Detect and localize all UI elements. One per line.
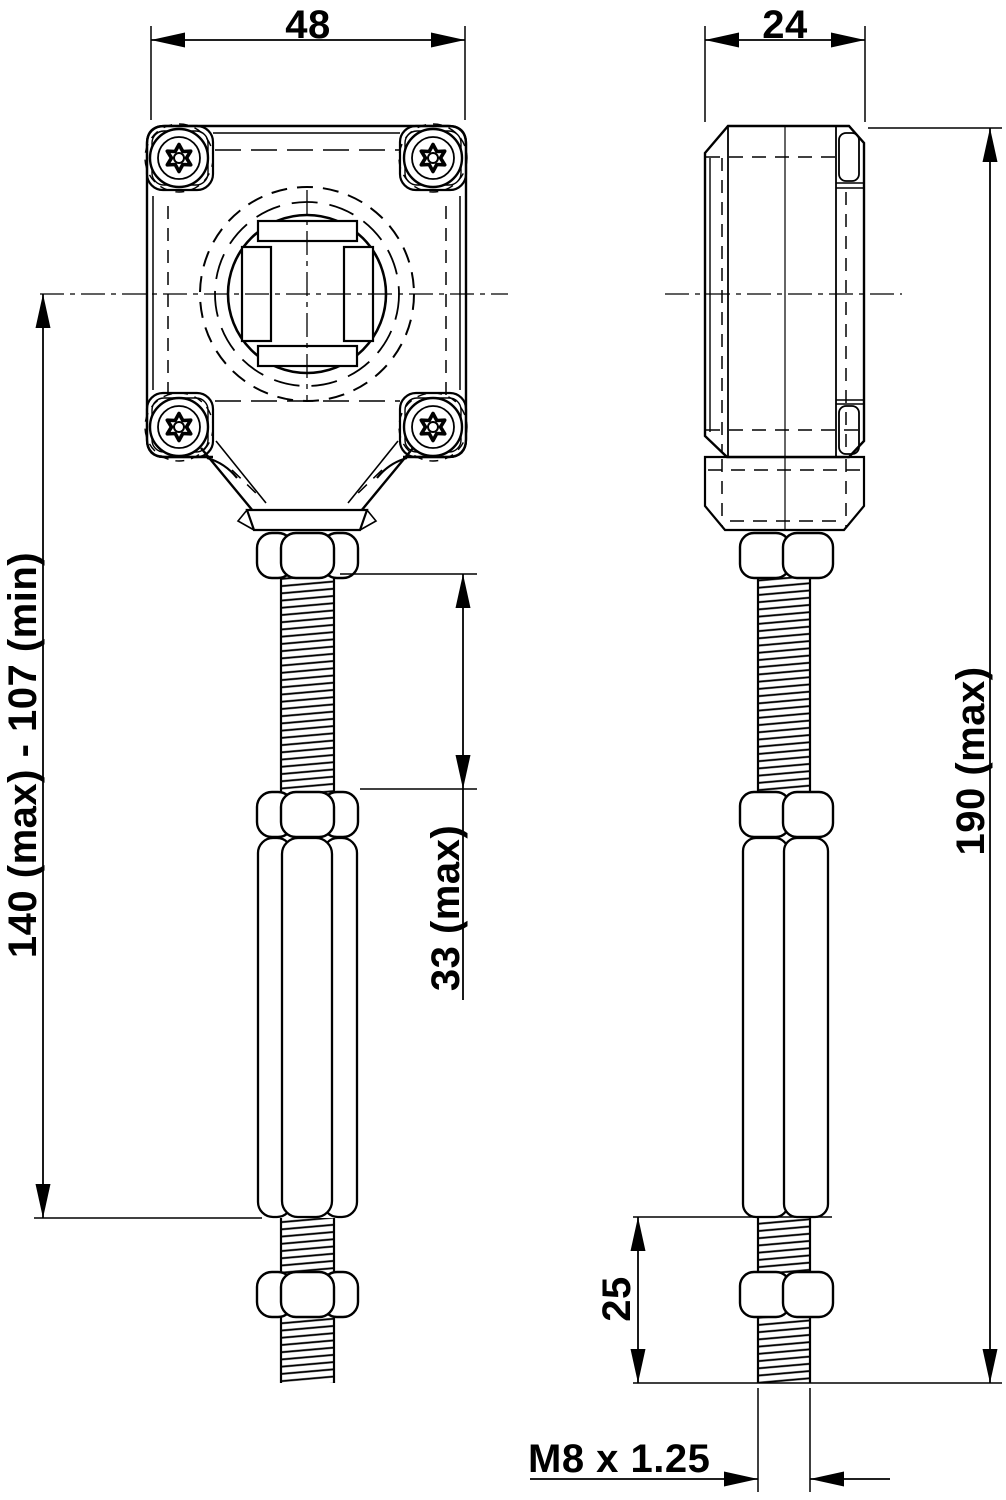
dim-side-depth-label: 24 bbox=[762, 3, 808, 47]
front-neck bbox=[200, 440, 414, 532]
dimension-annotations: 48 24 140 (max) - 107 (min) 33 (max) bbox=[1, 3, 1002, 1492]
dim-front-width: 48 bbox=[150, 3, 466, 120]
side-clip-bottom bbox=[836, 399, 864, 455]
dim-exposed-thread-label: 33 (max) bbox=[424, 825, 468, 991]
dim-exposed-thread: 33 (max) bbox=[340, 573, 477, 1000]
side-hex-standoff bbox=[741, 836, 830, 1219]
dim-adjustable-height-label: 140 (max) - 107 (min) bbox=[1, 552, 45, 958]
dim-overall-length: 190 (max) bbox=[633, 127, 1002, 1384]
dim-thread-spec: M8 x 1.25 bbox=[528, 1388, 890, 1492]
side-clip-top bbox=[836, 132, 864, 189]
side-view bbox=[665, 124, 902, 1383]
dim-lower-thread-label: 25 bbox=[595, 1276, 639, 1322]
front-hex-nut-upper bbox=[255, 531, 360, 580]
front-threaded-stud bbox=[279, 577, 336, 1383]
side-hex-nut-upper bbox=[738, 531, 835, 580]
side-threaded-stud bbox=[756, 577, 812, 1383]
dim-adjustable-height: 140 (max) - 107 (min) bbox=[1, 294, 262, 1219]
front-hex-nut-middle bbox=[255, 790, 360, 839]
dim-overall-length-label: 190 (max) bbox=[949, 666, 993, 855]
dim-front-width-label: 48 bbox=[285, 3, 331, 47]
dim-lower-thread: 25 bbox=[595, 1216, 832, 1383]
dim-thread-spec-label: M8 x 1.25 bbox=[528, 1437, 710, 1481]
side-hex-nut-lower bbox=[738, 1270, 835, 1319]
front-view bbox=[40, 122, 508, 1383]
side-body bbox=[703, 124, 866, 531]
front-hex-standoff bbox=[256, 836, 359, 1219]
front-hex-nut-lower bbox=[255, 1270, 360, 1319]
dim-side-depth: 24 bbox=[704, 3, 866, 122]
side-hex-nut-middle bbox=[738, 790, 835, 839]
